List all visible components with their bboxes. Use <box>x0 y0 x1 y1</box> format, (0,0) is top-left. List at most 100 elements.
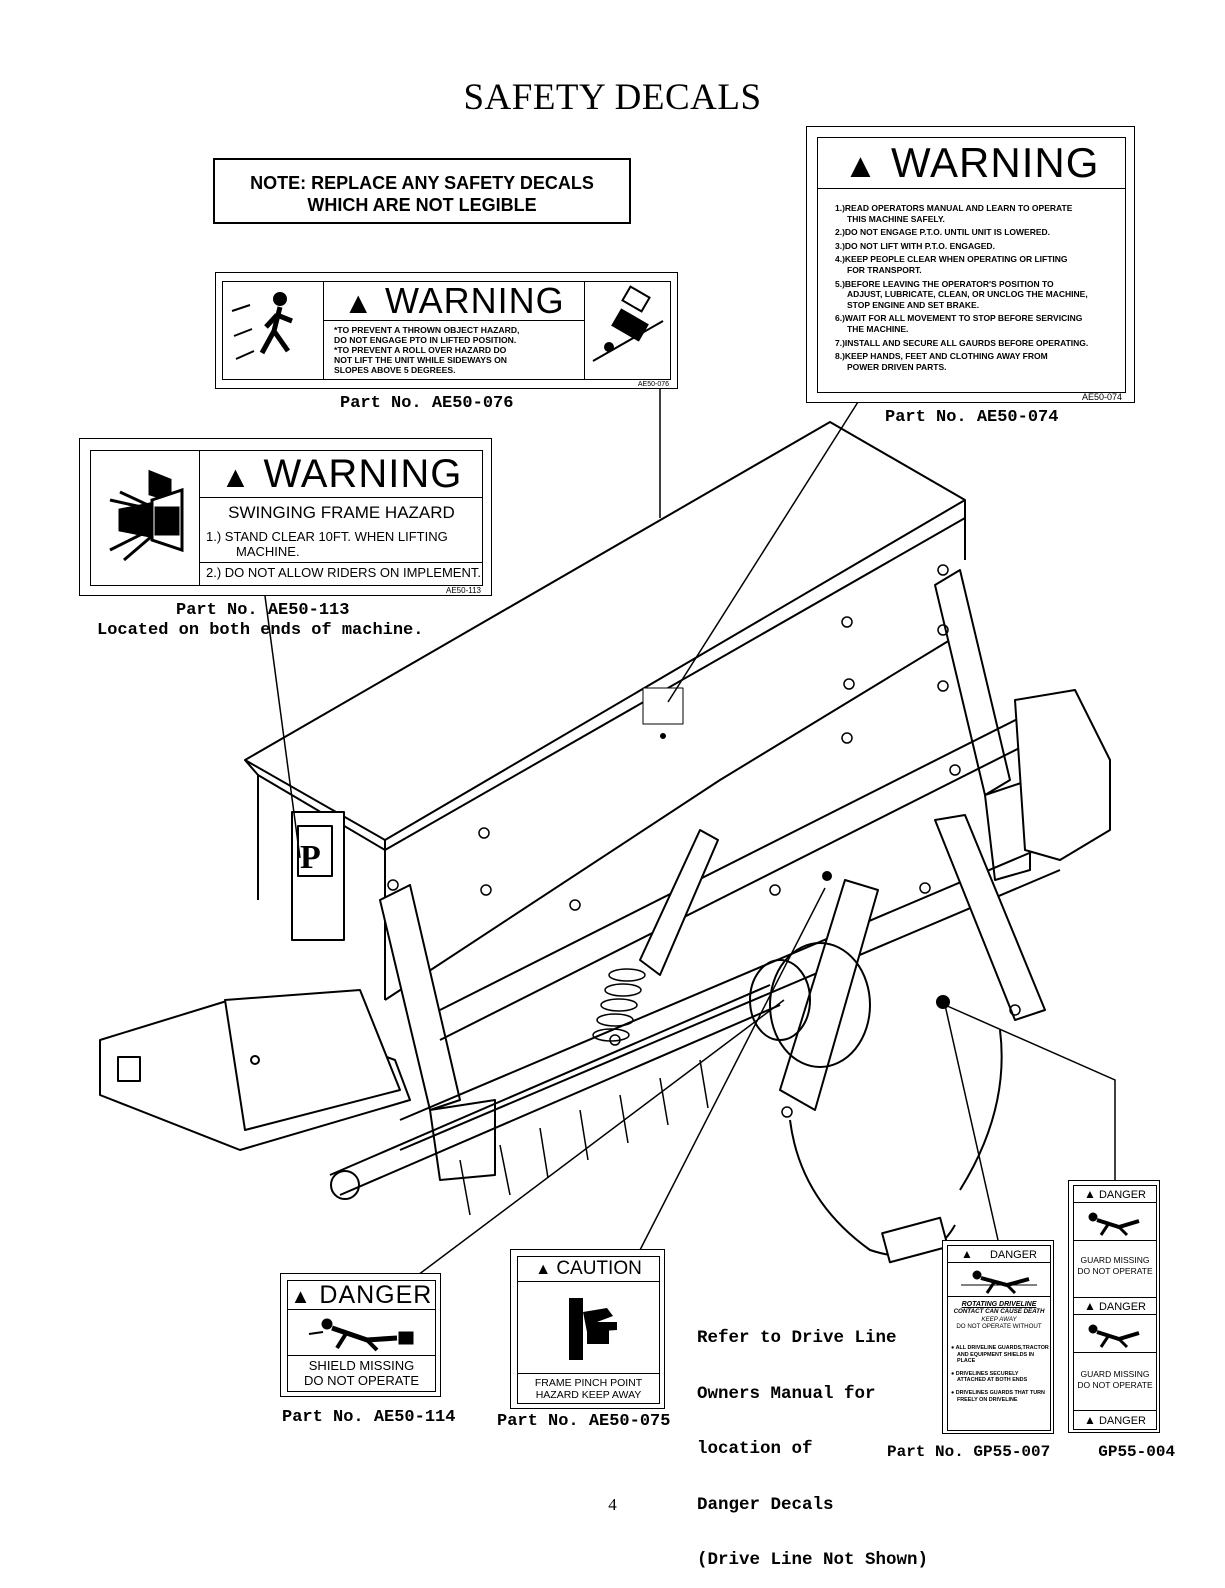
driveline-note-line: Danger Decals <box>697 1494 834 1515</box>
decal-ae50-076-line: *TO PREVENT A THROWN OBJECT HAZARD, <box>334 325 520 335</box>
decal-ae50-114-line: DO NOT OPERATE <box>303 1373 420 1388</box>
decal-gp55-004-heading: DANGER <box>1098 1189 1146 1201</box>
caption-ae50-113-location: Located on both ends of machine. <box>97 621 424 640</box>
warning-triangle-icon: ▲ <box>220 461 252 494</box>
rollover-icon <box>584 281 671 380</box>
decal-ae50-075-line: FRAME PINCH POINT <box>534 1377 643 1389</box>
driveline-note: Refer to Drive Line Owners Manual for lo… <box>697 1292 928 1588</box>
decal-ae50-113-subheading: SWINGING FRAME HAZARD <box>228 503 455 522</box>
page-title: SAFETY DECALS <box>463 77 762 118</box>
danger-triangle-icon: ▲ <box>290 1286 312 1308</box>
decal-gp55-004-heading: DANGER <box>1098 1301 1146 1313</box>
warning-triangle-icon: ▲ <box>843 147 879 185</box>
decal-gp55-007-title: KEEP AWAY <box>981 1315 1017 1323</box>
decal-gp55-004: ▲ DANGER GUARD MISSING DO NOT OPERATE ▲ … <box>1068 1180 1160 1433</box>
decal-ae50-074-item: 1.)READ OPERATORS MANUAL AND LEARN TO OP… <box>835 203 1073 213</box>
decal-gp55-004-line: GUARD MISSING <box>1080 1255 1150 1265</box>
decal-ae50-074-item: ADJUST, LUBRICATE, CLEAN, OR UNCLOG THE … <box>847 289 1088 300</box>
decal-ae50-114-line: SHIELD MISSING <box>308 1358 415 1373</box>
decal-ae50-076: ▲ WARNING *TO PREVENT A THROWN OBJECT HA… <box>215 272 678 389</box>
decal-gp55-007-bullet: ● ALL DRIVELINE GUARDS,TRACTOR <box>951 1345 1049 1351</box>
decal-ae50-074-item: 5.)BEFORE LEAVING THE OPERATOR'S POSITIO… <box>835 278 1054 289</box>
decal-ae50-074-item: POWER DRIVEN PARTS. <box>847 361 947 372</box>
swinging-frame-icon <box>90 450 200 586</box>
caption-ae50-114: Part No. AE50-114 <box>282 1408 456 1427</box>
decal-gp55-007-bullet: ● DRIVELINES GUARDS THAT TURN <box>951 1389 1045 1396</box>
decal-ae50-074-item: 2.)DO NOT ENGAGE P.T.O. UNTIL UNIT IS LO… <box>835 227 1051 238</box>
decal-ae50-113-heading: WARNING <box>263 452 463 496</box>
decal-ae50-074-item: 6.)WAIT FOR ALL MOVEMENT TO STOP BEFORE … <box>835 313 1083 324</box>
driveline-note-line: Owners Manual for <box>697 1383 876 1404</box>
decal-gp55-004-line: DO NOT OPERATE <box>1077 1266 1153 1276</box>
danger-triangle-icon: ▲ <box>960 1247 973 1261</box>
decal-ae50-074-item: 3.)DO NOT LIFT WITH P.T.O. ENGAGED. <box>835 240 995 251</box>
caption-ae50-074: Part No. AE50-074 <box>885 408 1059 427</box>
decal-ae50-076-line: SLOPES ABOVE 5 DEGREES. <box>334 365 456 375</box>
decal-gp55-007-bullet: ● DRIVELINES SECURELY <box>951 1370 1019 1377</box>
danger-triangle-icon: ▲ <box>1083 1413 1096 1427</box>
caption-gp55: Part No. GP55-007 GP55-004 <box>887 1443 1176 1461</box>
decal-ae50-075-heading: CAUTION <box>556 1258 642 1279</box>
decal-gp55-007: ▲ DANGER ROTATING DRIVELINE CONTACT CAN … <box>942 1240 1054 1434</box>
decal-ae50-074-item: 4.)KEEP PEOPLE CLEAR WHEN OPERATING OR L… <box>835 254 1068 265</box>
entanglement-icon <box>1073 1315 1157 1353</box>
svg-text:P: P <box>300 839 321 876</box>
decal-gp55-007-bullet-text: AND EQUIPMENT SHIELDS IN PLACE <box>957 1351 1034 1365</box>
danger-triangle-icon: ▲ <box>1083 1187 1096 1201</box>
warning-triangle-icon: ▲ <box>343 287 375 320</box>
decal-ae50-113-line: MACHINE. <box>236 544 300 559</box>
decal-gp55-004-heading: DANGER <box>1098 1415 1146 1427</box>
decal-ae50-076-line: NOT LIFT THE UNIT WHILE SIDEWAYS ON <box>334 355 507 365</box>
note-box: NOTE: REPLACE ANY SAFETY DECALS WHICH AR… <box>213 158 631 224</box>
decal-ae50-076-line: *TO PREVENT A ROLL OVER HAZARD DO <box>334 345 507 355</box>
note-line-1: NOTE: REPLACE ANY SAFETY DECALS <box>250 173 594 193</box>
decal-gp55-007-bullet-text: ALL DRIVELINE GUARDS,TRACTOR <box>955 1345 1049 1351</box>
decal-ae50-074-item: 8.)KEEP HANDS, FEET AND CLOTHING AWAY FR… <box>835 351 1048 362</box>
decal-ae50-074-heading: WARNING <box>890 139 1100 186</box>
decal-gp55-004-line: DO NOT OPERATE <box>1077 1380 1153 1390</box>
decal-ae50-076-code: AE50-076 <box>637 381 669 388</box>
decal-ae50-074-item: THIS MACHINE SAFELY. <box>847 213 945 224</box>
entanglement-icon <box>1073 1203 1157 1241</box>
page-number: 4 <box>608 1495 617 1514</box>
decal-gp55-007-bullet-text: DRIVELINES SECURELY <box>955 1370 1019 1377</box>
decal-ae50-075-line: HAZARD KEEP AWAY <box>535 1389 642 1401</box>
decal-gp55-007-title: CONTACT CAN CAUSE DEATH <box>953 1308 1045 1316</box>
decal-gp55-007-title: ROTATING DRIVELINE <box>961 1301 1037 1308</box>
decal-ae50-074-item: 7.)INSTALL AND SECURE ALL GAURDS BEFORE … <box>835 337 1089 348</box>
decal-ae50-113-line: 1.) STAND CLEAR 10FT. WHEN LIFTING <box>206 529 448 544</box>
danger-triangle-icon: ▲ <box>1083 1299 1096 1313</box>
decal-gp55-007-heading: DANGER <box>989 1249 1037 1261</box>
driveline-note-line: (Drive Line Not Shown) <box>697 1550 929 1570</box>
pinch-point-icon <box>517 1282 660 1374</box>
decal-ae50-076-line: DO NOT ENGAGE PTO IN LIFTED POSITION. <box>334 335 517 345</box>
decal-ae50-113-line: 2.) DO NOT ALLOW RIDERS ON IMPLEMENT. <box>206 565 481 580</box>
decal-ae50-114: ▲ DANGER SHIELD MISSING DO NOT OPERATE <box>280 1273 441 1397</box>
decal-ae50-113: ▲ WARNING SWINGING FRAME HAZARD 1.) STAN… <box>79 438 492 596</box>
driveline-note-line: location of <box>697 1439 813 1459</box>
decal-ae50-074-item: FOR TRANSPORT. <box>847 264 922 275</box>
decal-ae50-075: ▲ CAUTION FRAME PINCH POINT HAZARD KEEP … <box>510 1249 665 1409</box>
caption-ae50-113: Part No. AE50-113 <box>176 601 350 620</box>
decal-gp55-007-bullet-text: FREELY ON DRIVELINE <box>957 1396 1018 1403</box>
decal-ae50-076-heading: WARNING <box>385 280 565 321</box>
decal-gp55-007-bullet-text: ATTACHED AT BOTH ENDS <box>957 1377 1028 1384</box>
caution-triangle-icon: ▲ <box>535 1261 552 1278</box>
thrown-object-icon <box>222 281 324 380</box>
caption-ae50-076: Part No. AE50-076 <box>340 394 514 413</box>
decal-gp55-004-line: GUARD MISSING <box>1080 1369 1150 1379</box>
decal-gp55-007-bullet-text: DRIVELINES GUARDS THAT TURN <box>955 1389 1045 1396</box>
decal-ae50-074-item: THE MACHINE. <box>847 323 909 334</box>
entanglement-icon <box>287 1310 436 1356</box>
decal-ae50-074-item: STOP ENGINE AND SET BRAKE. <box>847 299 980 310</box>
decal-ae50-074-code: AE50-074 <box>1081 392 1122 402</box>
rotating-driveline-icon <box>947 1263 1051 1297</box>
note-line-2: WHICH ARE NOT LEGIBLE <box>307 195 537 215</box>
decal-ae50-074: ▲ WARNING 1.)READ OPERATORS MANUAL AND L… <box>806 126 1135 403</box>
decal-gp55-007-title: DO NOT OPERATE WITHOUT <box>956 1323 1042 1331</box>
driveline-note-line: Refer to Drive Line <box>697 1328 897 1348</box>
caption-ae50-075: Part No. AE50-075 <box>497 1412 671 1431</box>
decal-ae50-114-heading: DANGER <box>319 1281 433 1309</box>
decal-ae50-113-code: AE50-113 <box>446 586 481 595</box>
